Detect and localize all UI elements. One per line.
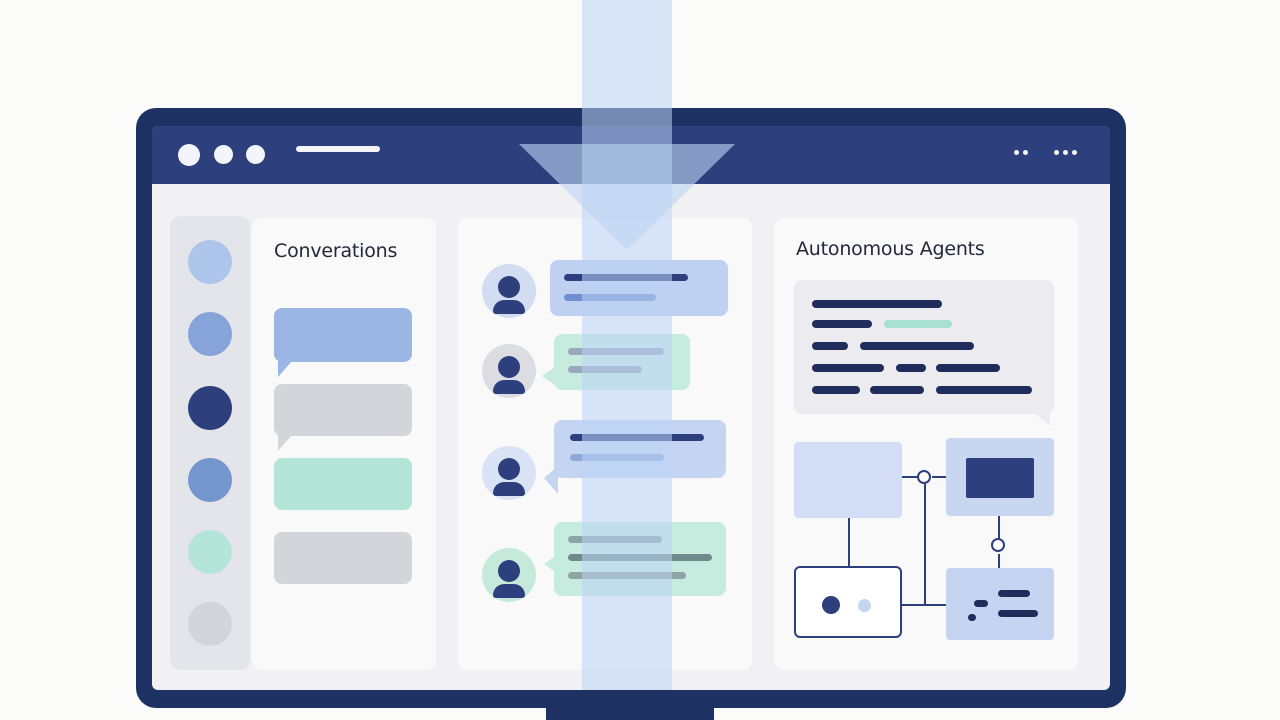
download-arrow-shaft [582,0,672,690]
minimize-window-dot[interactable] [214,145,233,164]
connector-line [902,604,946,606]
conversation-thread[interactable] [274,458,412,510]
connector-line [902,476,920,478]
workflow-node[interactable] [794,442,902,518]
sidebar-avatar[interactable] [188,458,232,502]
more-dots-icon[interactable] [1014,150,1034,158]
agent-output-card[interactable] [794,280,1054,414]
bubble-tail [278,361,292,377]
user-avatar-icon [482,446,536,500]
sidebar-avatar[interactable] [188,530,232,574]
workflow-node[interactable] [794,566,902,638]
close-window-dot[interactable] [178,144,200,166]
sidebar-avatar[interactable] [188,386,232,430]
bubble-tail [278,435,292,451]
connector-line [932,476,946,478]
conversation-thread[interactable] [274,308,412,362]
connector-line [924,484,926,606]
user-avatar-icon [482,548,536,602]
conversation-thread[interactable] [274,384,412,436]
more-dots-icon[interactable] [1054,150,1080,158]
connector-line [998,554,1000,568]
monitor-stand [546,706,714,720]
sidebar-avatar[interactable] [188,602,232,646]
conversations-title: Converations [274,240,398,262]
display-icon [966,458,1034,498]
address-bar[interactable] [296,146,380,152]
conversations-panel: Converations [252,218,436,670]
conversation-thread[interactable] [274,532,412,584]
connector-line [998,516,1000,540]
sidebar-rail [170,216,250,670]
maximize-window-dot[interactable] [246,145,265,164]
sidebar-avatar[interactable] [188,312,232,356]
card-tail [1034,412,1050,426]
agents-title: Autonomous Agents [796,238,985,260]
status-dot-icon [822,596,840,614]
bubble-tail [542,366,556,386]
workflow-node[interactable] [946,568,1054,640]
bubble-tail [544,466,558,494]
status-dot-icon [858,599,871,612]
sidebar-avatar[interactable] [188,240,232,284]
user-avatar-icon [482,344,536,398]
bubble-tail [544,554,558,574]
connector-line [848,518,850,566]
junction-node [917,470,931,484]
user-avatar-icon [482,264,536,318]
junction-node [991,538,1005,552]
workflow-node[interactable] [946,438,1054,516]
